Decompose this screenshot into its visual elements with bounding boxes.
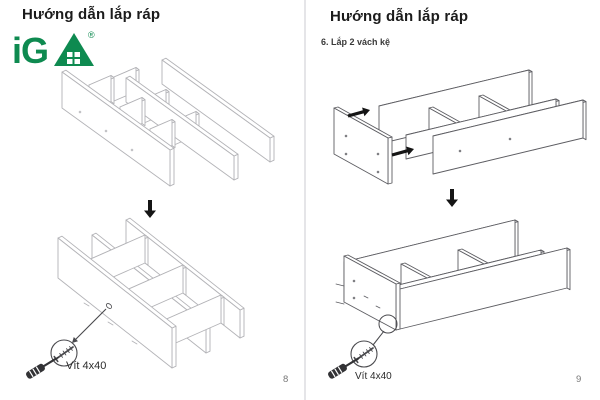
page-number: 8 (283, 374, 289, 385)
attach-side-panels-diagram (333, 69, 587, 185)
registered-mark: ® (88, 30, 95, 40)
screw-size-label: Vít 4x40 (66, 360, 107, 372)
iga-logo: iG ® (12, 30, 95, 71)
logo-letters-ig: iG (12, 30, 48, 71)
page-number: 9 (576, 374, 582, 385)
screw-size-label: Vít 4x40 (355, 371, 392, 382)
page-title: Hướng dẫn lắp ráp (330, 8, 469, 25)
page-title: Hướng dẫn lắp ráp (22, 6, 161, 23)
step-label: 6. Lắp 2 vách kệ (321, 37, 391, 47)
logo-letter-a-triangle (54, 33, 94, 66)
exploded-dividers-diagram (61, 57, 275, 187)
page-divider (304, 0, 306, 400)
down-arrow-icon (144, 200, 156, 218)
assembled-shelf-diagram (328, 219, 571, 379)
page-8: Hướng dẫn lắp ráp iG ® Vít 4x40 8 (12, 6, 289, 385)
down-arrow-icon (446, 189, 458, 207)
assembled-dividers-diagram (26, 217, 245, 379)
page-9: Hướng dẫn lắp ráp 6. Lắp 2 vách kệ Vít 4… (306, 0, 600, 400)
